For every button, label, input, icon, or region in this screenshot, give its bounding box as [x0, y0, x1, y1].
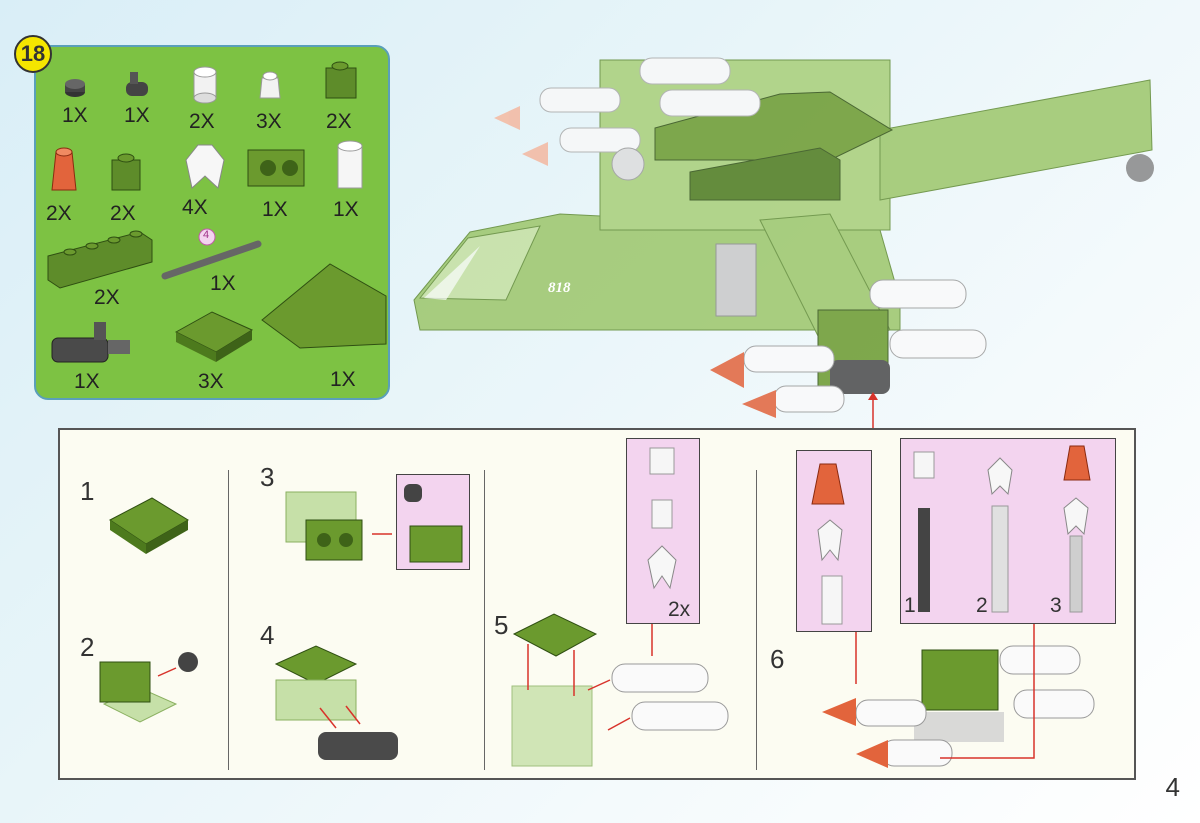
part-qty: 2X [326, 110, 352, 133]
step1-plate-icon [109, 497, 189, 554]
brick-1x4-green-icon [47, 230, 153, 289]
step-number: 2 [80, 632, 95, 662]
part-qty: 1X [210, 272, 236, 295]
step-number-badge: 18 [14, 35, 52, 73]
step6-sub-label: 2 [976, 594, 988, 617]
part-qty: 3X [256, 110, 282, 133]
gun-icon [51, 322, 130, 363]
part-qty: 1X [330, 368, 356, 391]
brick-side-stud-icon [325, 61, 357, 99]
size-label-circle [198, 228, 216, 246]
tail-number-text: 818 [548, 280, 571, 296]
part-qty: 2X [189, 110, 215, 133]
step6-sub-label: 3 [1050, 594, 1062, 617]
part-qty: 2X [110, 202, 136, 225]
technic-brick-icon [247, 149, 305, 187]
part-qty: 2X [46, 202, 72, 225]
round-plate-dark-icon [65, 79, 85, 97]
bar-grey-icon [161, 240, 262, 280]
step-number: 6 [770, 644, 785, 674]
plate-2x2-icon [174, 311, 254, 362]
step5-assembly-icon [511, 447, 729, 767]
step-divider [484, 470, 485, 770]
round-brick-2x2-icon [337, 140, 363, 189]
aircraft-model-illustration [413, 57, 1154, 418]
step4-assembly-icon [274, 645, 398, 760]
part-qty: 4X [182, 196, 208, 219]
bar-size-label: 4 [203, 229, 210, 241]
step5-count-label: 2x [668, 598, 691, 621]
cone-red-icon [51, 147, 77, 191]
brick-1x1-green-icon [111, 153, 141, 191]
step-divider [756, 470, 757, 770]
missile-fin-icon [185, 144, 225, 189]
part-qty: 1X [262, 198, 288, 221]
round-brick-white-icon [193, 66, 217, 104]
step-number: 1 [80, 476, 95, 506]
part-qty: 2X [94, 286, 120, 309]
slope-wedge-icon [261, 263, 387, 349]
part-qty: 1X [333, 198, 359, 221]
part-qty: 1X [62, 104, 88, 127]
page-number: 4 [1165, 772, 1180, 802]
step-divider [228, 470, 229, 770]
step2-assembly-icon [99, 652, 198, 723]
step6-assembly-icon [811, 445, 1095, 768]
step-number: 5 [494, 610, 509, 640]
clip-piece-icon [126, 72, 148, 96]
step3-assembly-icon [285, 484, 463, 563]
part-qty: 3X [198, 370, 224, 393]
part-qty: 1X [74, 370, 100, 393]
part-qty: 1X [124, 104, 150, 127]
step-number: 3 [260, 462, 275, 492]
step6-sub-label: 1 [904, 594, 916, 617]
step-number: 4 [260, 620, 275, 650]
round-cone-white-icon [259, 71, 281, 99]
